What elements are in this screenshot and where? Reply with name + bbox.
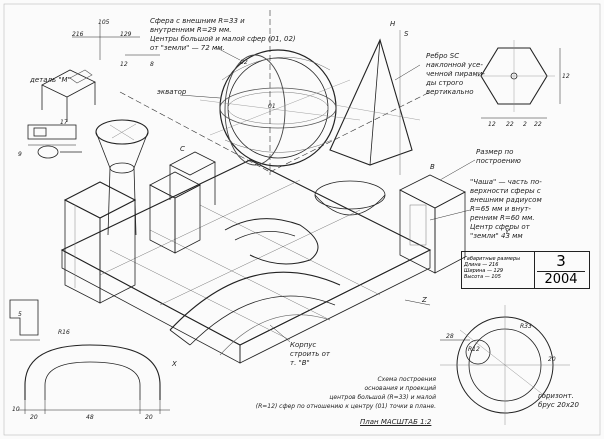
detail-m-label: деталь "М": [30, 76, 71, 84]
axes: [119, 10, 431, 306]
leader-lines: [179, 46, 476, 343]
dim-48: 48: [86, 414, 94, 421]
dim-9: 9: [18, 151, 22, 158]
label-z: Z: [422, 296, 427, 304]
hex-dim: 22: [506, 121, 514, 128]
dim-105: 105: [98, 19, 110, 26]
body-note-line: т. "В": [290, 359, 310, 367]
bar-note-line: брус 20х20: [538, 401, 579, 409]
hex-dim: 22: [534, 121, 542, 128]
size-note: Размер по построению: [476, 148, 521, 166]
dim-10: 10: [12, 406, 20, 413]
profile-view: [27, 124, 82, 159]
dim-17: 17: [60, 119, 68, 126]
body-note-line: строить от: [290, 350, 330, 358]
scheme-note-line: основания и проекций: [364, 385, 436, 392]
sphere-note-line: внутренним R=29 мм.: [150, 26, 232, 34]
bar-note: горизонт. брус 20х20: [538, 392, 579, 410]
label-x: X: [172, 360, 177, 368]
plan-dim: R12: [468, 346, 480, 353]
sheet-frame: [3, 3, 601, 436]
scheme-note-line: центров большой (R=33) и малой: [329, 394, 436, 401]
base-plate: [60, 159, 432, 364]
side-profile: [9, 299, 40, 341]
title-block: Габаритные размеры Длина — 216 Ширина — …: [461, 251, 590, 289]
arch-view: [18, 344, 170, 414]
edge-sc-line: ченной пирами-: [426, 70, 485, 78]
body-note-line: Корпус: [290, 341, 317, 349]
pyramid: [329, 30, 421, 175]
cup-note: "Чаша" — часть по- верхности сферы с вне…: [470, 178, 542, 241]
central-sphere: [199, 49, 361, 167]
size-note-line: Размер по: [476, 148, 514, 156]
scheme-note-line: Схема построения: [377, 376, 436, 383]
sphere-note-line: Сфера с внешним R=33 и: [150, 17, 245, 25]
hex-dim: 12: [488, 121, 496, 128]
label-b: В: [430, 163, 435, 171]
label-o2: 02: [240, 59, 248, 66]
goblet: [95, 119, 149, 236]
sphere-note: Сфера с внешним R=33 и внутренним R=29 м…: [150, 17, 296, 53]
label-o1: 01: [268, 103, 276, 110]
sheet-year: 2004: [537, 271, 585, 287]
label-y: Y: [505, 228, 510, 236]
scheme-note: Схема построения основания и проекций це…: [218, 375, 436, 411]
cup-note-line: Центр сферы от: [470, 223, 530, 231]
body-note: Корпус строить от т. "В": [290, 341, 330, 368]
detail-m: [41, 69, 96, 122]
plan-dim: R33: [520, 323, 532, 330]
overall-dimensions-line: Длина — 216: [464, 262, 499, 268]
label-h: H: [390, 20, 396, 28]
right-box: [399, 174, 466, 274]
overall-dimensions-line: Габаритные размеры: [464, 256, 521, 262]
plan-view: [440, 305, 570, 425]
cup-note-line: "земли" 43 мм: [470, 232, 523, 240]
sphere-note-line: от "земли" — 72 мм.: [150, 44, 225, 52]
equator-label: экватор: [157, 88, 187, 96]
label-s: S: [404, 30, 409, 38]
label-c: С: [180, 145, 185, 153]
edge-sc-line: вертикально: [426, 88, 474, 96]
sphere-note-line: Центры большой и малой сфер (01, 02): [150, 35, 296, 43]
cup-note-line: "Чаша" — часть по-: [470, 178, 542, 186]
hexagon-view: [475, 40, 561, 119]
sphere-cup: [314, 180, 386, 216]
bar-note-line: горизонт.: [538, 392, 574, 400]
dim-129: 129: [120, 31, 132, 38]
edge-sc-note: Ребро SC наклонной усе- ченной пирами- д…: [426, 52, 485, 97]
scheme-note-line: (R=12) сфер по отношению к центру (01) т…: [255, 403, 436, 410]
cup-note-line: внешним радиусом: [470, 196, 542, 204]
plan-dim: 28: [446, 333, 454, 340]
torus: [224, 218, 319, 265]
dim-5: 5: [18, 311, 22, 318]
edge-sc-line: наклонной усе-: [426, 61, 483, 69]
dim-20b: 20: [145, 414, 153, 421]
plan-dim: 20: [548, 356, 556, 363]
stepped-blocks: [149, 151, 216, 254]
hex-dim: 12: [562, 73, 570, 80]
dim-12: 12: [120, 61, 128, 68]
dim-216: 216: [72, 31, 84, 38]
overall-dimensions: Габаритные размеры Длина — 216 Ширина — …: [464, 256, 520, 280]
cup-note-line: ренним R=60 мм.: [470, 214, 535, 222]
dim-8: 8: [150, 61, 154, 68]
plan-scale-label: План МАСШТАБ 1:2: [360, 418, 432, 426]
overall-dimensions-line: Высота — 105: [464, 274, 501, 280]
left-block: [63, 181, 137, 304]
overall-dimensions-line: Ширина — 129: [464, 268, 504, 274]
edge-sc-line: ды строго: [426, 79, 464, 87]
arch-bridge: [169, 271, 341, 356]
edge-sc-line: Ребро SC: [426, 52, 460, 60]
sheet-number: 3: [556, 252, 566, 270]
title-block-divider: [534, 252, 535, 289]
cup-note-line: R=65 мм и внут-: [470, 205, 531, 213]
cup-note-line: верхности сферы с: [470, 187, 541, 195]
dim-20a: 20: [30, 414, 38, 421]
dim-r16: R16: [58, 329, 70, 336]
hex-dim: 2: [523, 121, 527, 128]
size-note-line: построению: [476, 157, 521, 165]
top-dimensions: [72, 24, 160, 60]
